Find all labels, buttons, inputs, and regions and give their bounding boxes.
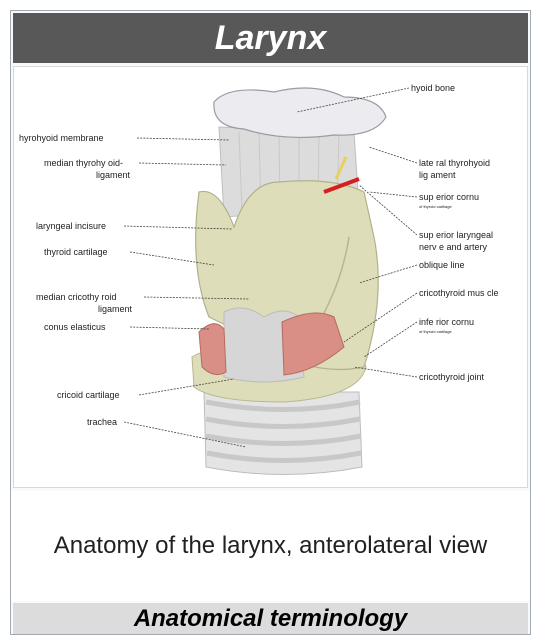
- label-median-cricothyroid-ligament-2: ligament: [98, 304, 133, 314]
- label-superior-cornu: sup erior cornu: [419, 192, 479, 202]
- label-lateral-thyrohyoid-ligament: late ral thyrohyoid: [419, 158, 490, 168]
- label-hyoid-bone: hyoid bone: [411, 83, 455, 93]
- label-cricothyroid-muscle: cricothyroid mus cle: [419, 288, 499, 298]
- label-conus-elasticus: conus elasticus: [44, 322, 106, 332]
- label-median-cricothyroid-ligament: median cricothy roid: [36, 292, 117, 302]
- label-oblique-line: oblique line: [419, 260, 465, 270]
- label-trachea: trachea: [87, 417, 117, 427]
- label-thyroid-cartilage: thyroid cartilage: [44, 247, 108, 257]
- label-median-thyrohyoid-ligament: median thyrohy oid-: [44, 158, 123, 168]
- label-cricothyroid-joint: cricothyroid joint: [419, 372, 485, 382]
- label-thyrohyoid-membrane: hyrohyoid membrane: [19, 133, 104, 143]
- figure-caption: Anatomy of the larynx, anterolateral vie…: [11, 491, 530, 601]
- label-median-thyrohyoid-ligament-2: ligament: [96, 170, 131, 180]
- label-nerve-and-artery: nerv e and artery: [419, 242, 488, 252]
- label-superior-laryngeal: sup erior laryngeal: [419, 230, 493, 240]
- label-lateral-thyrohyoid-ligament-2: lig ament: [419, 170, 456, 180]
- label-cricoid-cartilage: cricoid cartilage: [57, 390, 120, 400]
- larynx-figure[interactable]: hyrohyoid membrane median thyrohy oid- l…: [13, 66, 528, 488]
- label-inferior-cornu: infe rior cornu: [419, 317, 474, 327]
- cricothyroid-muscle-left: [199, 324, 226, 375]
- label-inferior-cornu-sub: of thyroid cartilage: [419, 329, 452, 334]
- section-heading: Anatomical terminology: [13, 603, 528, 634]
- infobox-title: Larynx: [13, 13, 528, 63]
- label-laryngeal-incisure: laryngeal incisure: [36, 221, 106, 231]
- infobox: Larynx: [10, 10, 531, 635]
- trachea-shape: [204, 392, 362, 475]
- larynx-diagram: hyrohyoid membrane median thyrohy oid- l…: [14, 67, 527, 487]
- label-superior-cornu-sub: of thyroid cartilage: [419, 204, 452, 209]
